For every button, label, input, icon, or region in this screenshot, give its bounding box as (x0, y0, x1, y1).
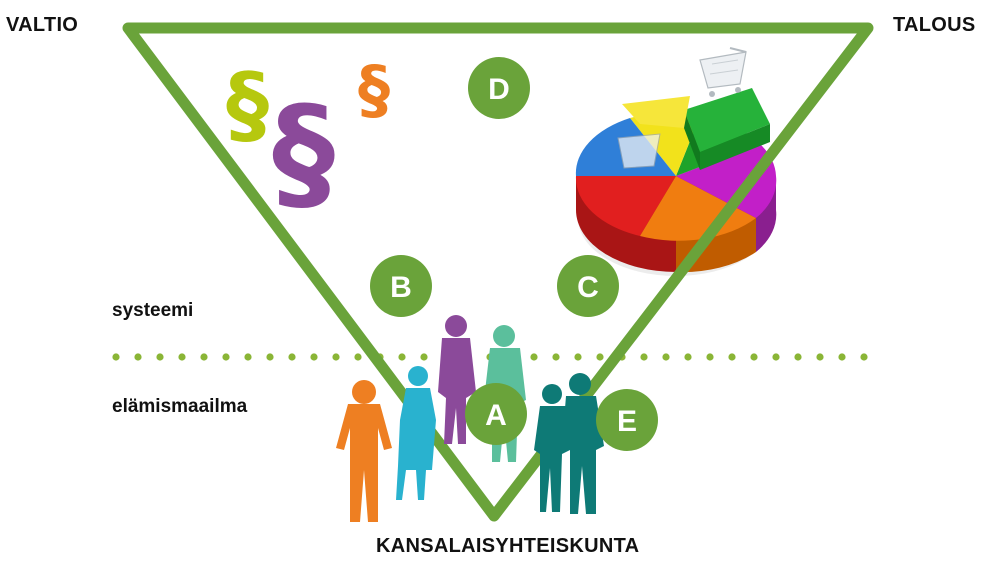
people-silhouettes-icon (336, 315, 604, 522)
separator-dot (156, 353, 164, 361)
separator-dot (112, 353, 120, 361)
person-purple (438, 315, 476, 444)
separator-dot (266, 353, 274, 361)
node-e: E (596, 389, 658, 451)
separator-dot (772, 353, 780, 361)
triangle-frame (122, 22, 874, 522)
section-symbol-purple: § (272, 79, 335, 226)
separator-dot (288, 353, 296, 361)
section-symbols-icon: § § § (226, 54, 390, 226)
separator-dot (794, 353, 802, 361)
label-kansalaisyhteiskunta: KANSALAISYHTEISKUNTA (376, 535, 640, 557)
separator-dot (420, 353, 428, 361)
separator-dot (530, 353, 538, 361)
separator-dot (640, 353, 648, 361)
separator-dot (684, 353, 692, 361)
node-d: D (468, 57, 530, 119)
label-talous: TALOUS (893, 14, 976, 36)
separator-dot (552, 353, 560, 361)
separator-dot (200, 353, 208, 361)
separator-dot (596, 353, 604, 361)
label-valtio: VALTIO (6, 14, 79, 36)
label-systeemi: systeemi (112, 300, 194, 321)
node-b-label: B (390, 271, 412, 304)
separator-dot (178, 353, 186, 361)
person-teal (534, 373, 604, 514)
separator-dot (332, 353, 340, 361)
section-symbol-orange: § (358, 54, 390, 128)
separator-dot (354, 353, 362, 361)
separator-dot (134, 353, 142, 361)
separator-dot (222, 353, 230, 361)
shopping-cart-icon (617, 47, 747, 169)
node-c-label: C (577, 271, 599, 304)
separator-dot (706, 353, 714, 361)
separator-dot (860, 353, 868, 361)
node-b: B (370, 255, 432, 317)
node-c: C (557, 255, 619, 317)
node-a-label: A (485, 399, 507, 432)
separator-dot (574, 353, 582, 361)
node-e-label: E (617, 405, 637, 438)
separator-dot (662, 353, 670, 361)
pie-chart-icon (575, 47, 777, 276)
separator-dot (838, 353, 846, 361)
separator-dot (750, 353, 758, 361)
separator-dot (816, 353, 824, 361)
person-cyan (396, 366, 436, 500)
separator-dot (728, 353, 736, 361)
separator-dot (310, 353, 318, 361)
node-a: A (465, 383, 527, 445)
label-elamismaailma: elämismaailma (112, 396, 248, 417)
separator-dot (244, 353, 252, 361)
node-d-label: D (488, 73, 510, 106)
separator-dot (398, 353, 406, 361)
section-symbol-lime: § (226, 55, 269, 155)
person-orange (336, 380, 392, 522)
